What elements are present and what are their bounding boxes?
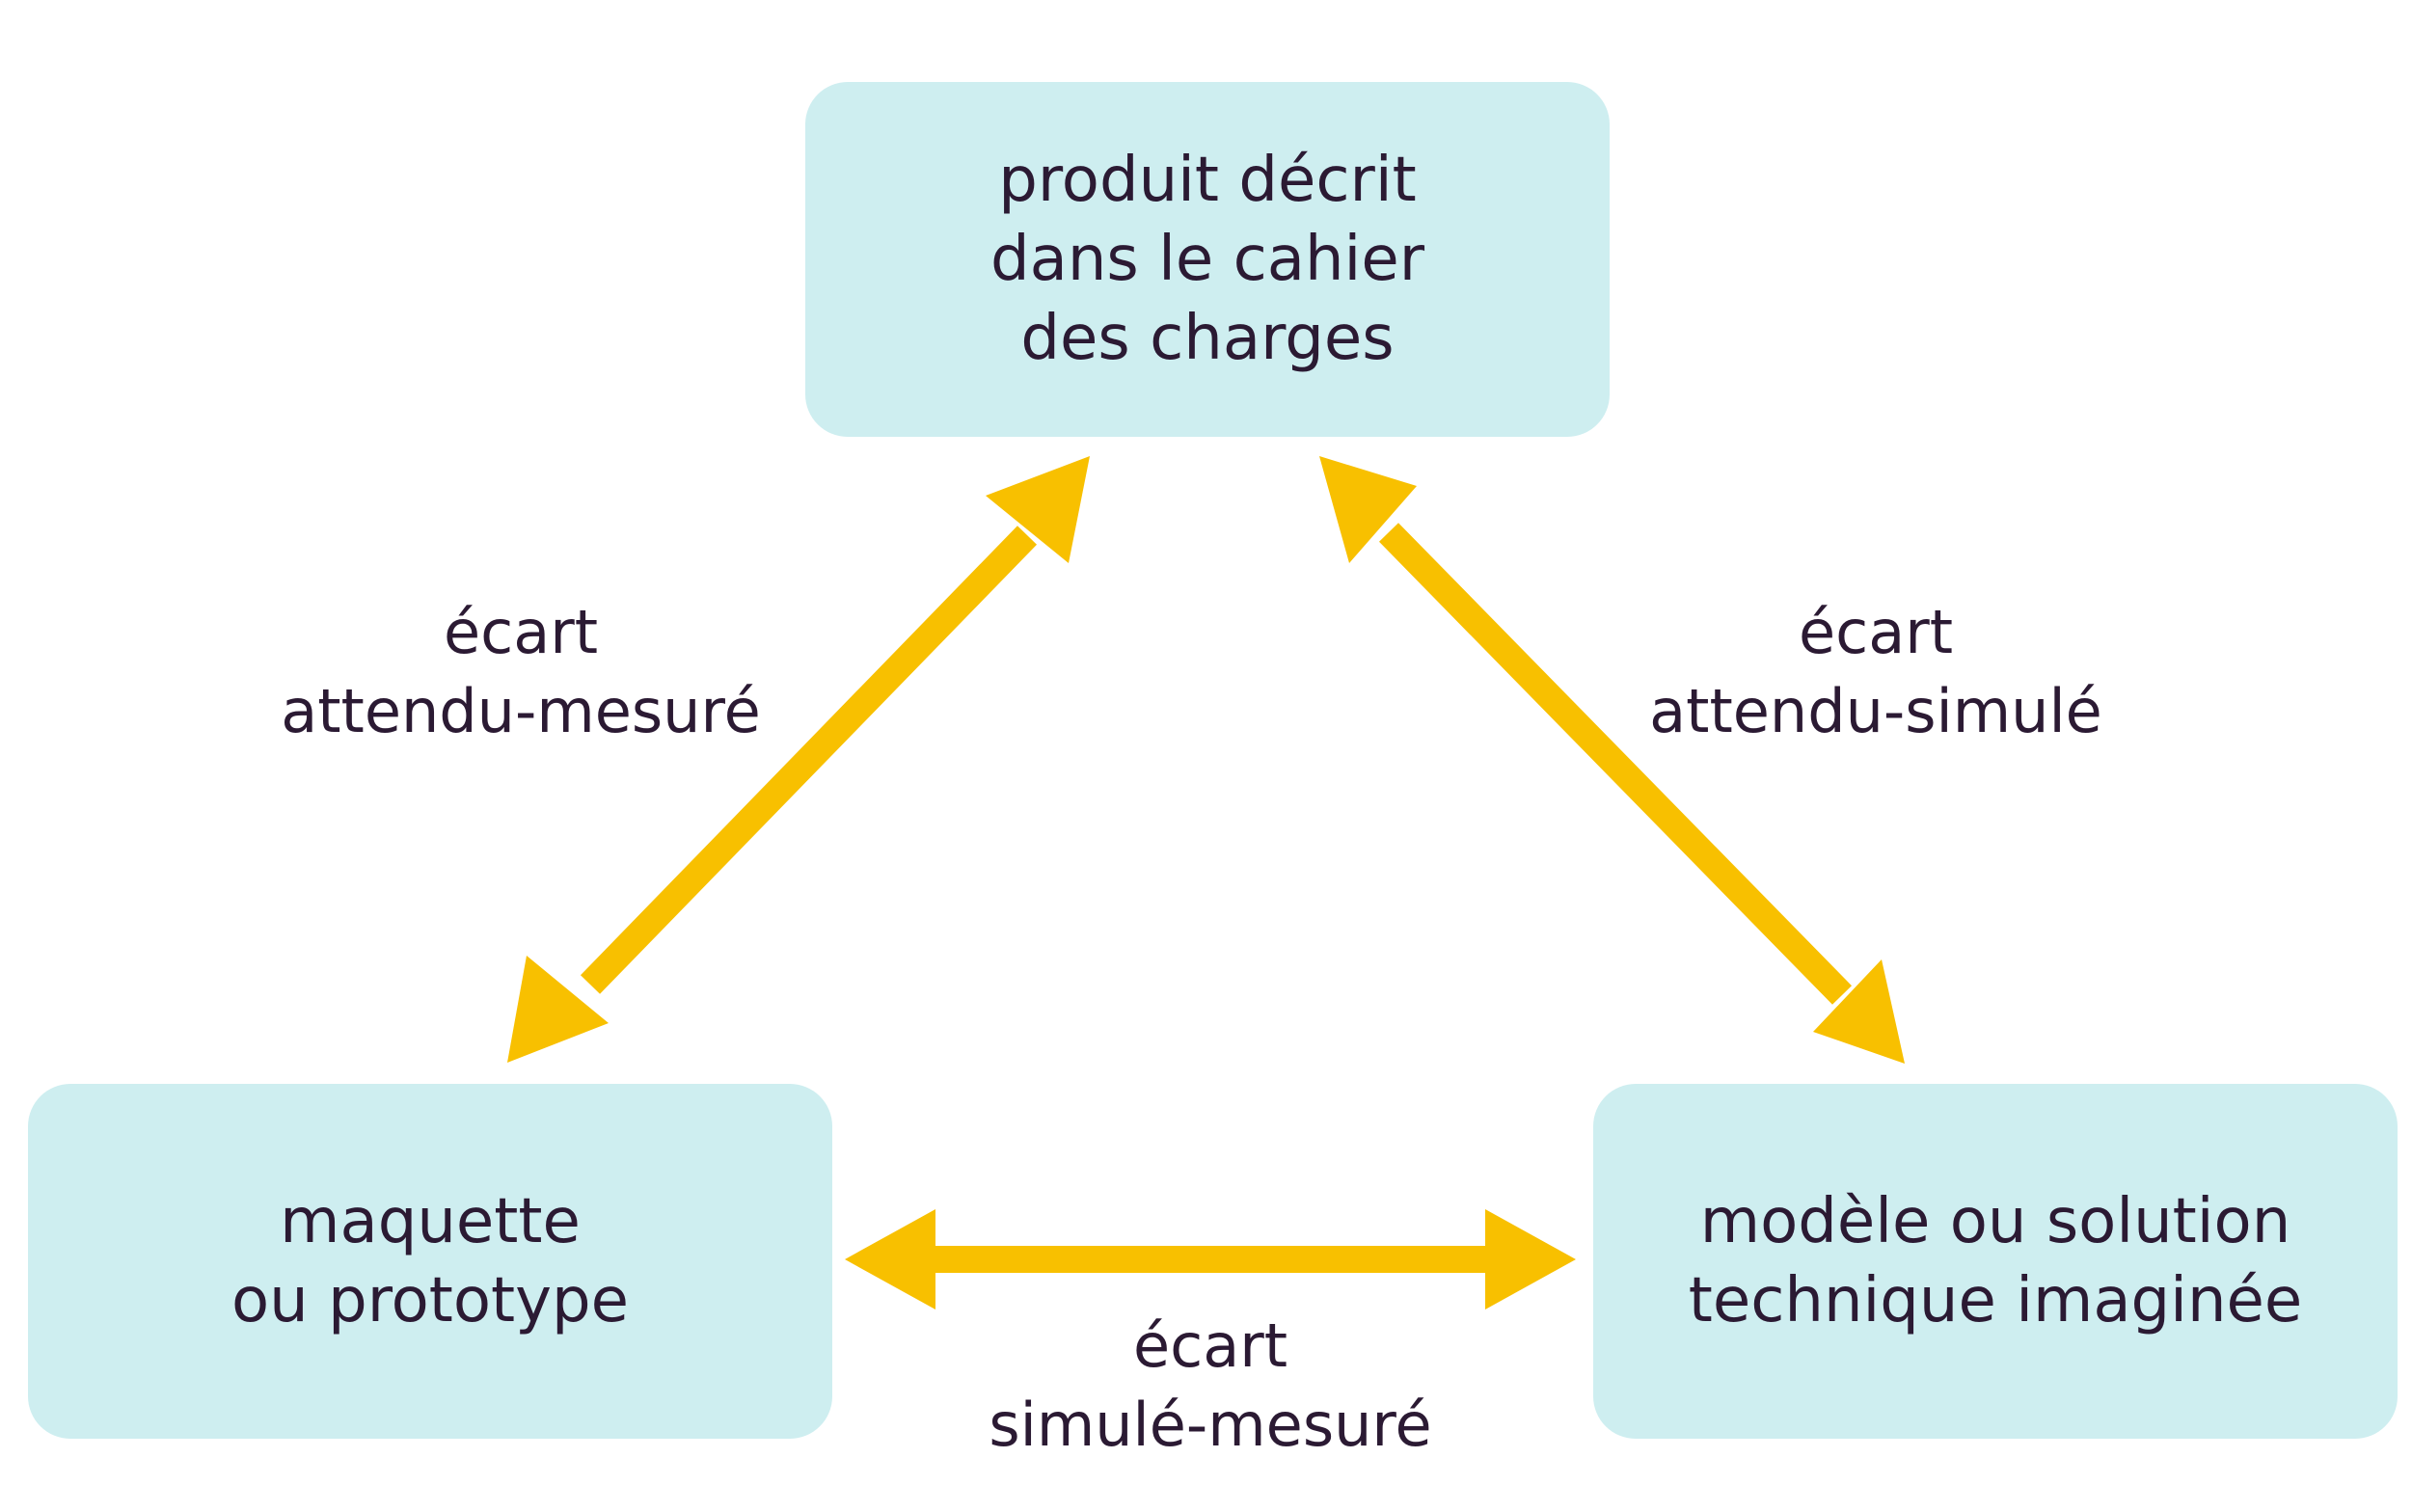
box-line: technique imaginée (1688, 1265, 2303, 1336)
arrow-attendu-mesure (507, 456, 1090, 1063)
label-simule-mesure: écart simulé-mesuré (921, 1307, 1500, 1465)
label-line: écart (1798, 597, 1954, 667)
box-line: maquette (280, 1186, 581, 1257)
label-line: écart (1132, 1310, 1288, 1381)
box-cahier-des-charges-text: produit décrit dans le cahier des charge… (990, 141, 1424, 378)
box-line: produit décrit (998, 145, 1417, 216)
box-maquette: maquette ou prototype (28, 1084, 832, 1439)
arrow-attendu-simule (1319, 456, 1905, 1064)
box-cahier-des-charges: produit décrit dans le cahier des charge… (805, 82, 1610, 437)
box-line: ou prototype (231, 1265, 629, 1336)
box-line: modèle ou solution (1699, 1186, 2291, 1257)
label-line: attendu-simulé (1649, 676, 2102, 746)
arrowhead-top (986, 456, 1090, 563)
arrowhead-top (1319, 456, 1417, 563)
label-line: attendu-mesuré (281, 676, 761, 746)
label-line: écart (443, 597, 599, 667)
arrowhead-left (845, 1209, 935, 1310)
label-line: simulé-mesuré (989, 1390, 1432, 1460)
arrow-simule-mesure (845, 1209, 1576, 1310)
box-maquette-text: maquette ou prototype (231, 1182, 629, 1340)
label-attendu-mesure: écart attendu-mesuré (231, 593, 810, 751)
arrowhead-bottom (1813, 959, 1905, 1064)
box-line: dans le cahier (989, 224, 1425, 295)
arrowhead-right (1485, 1209, 1576, 1310)
box-modele-text: modèle ou solution technique imaginée (1689, 1182, 2303, 1340)
arrowhead-bottom (507, 956, 609, 1063)
box-modele: modèle ou solution technique imaginée (1593, 1084, 2398, 1439)
label-attendu-simule: écart attendu-simulé (1586, 593, 2165, 751)
box-line: des charges (1020, 303, 1395, 374)
